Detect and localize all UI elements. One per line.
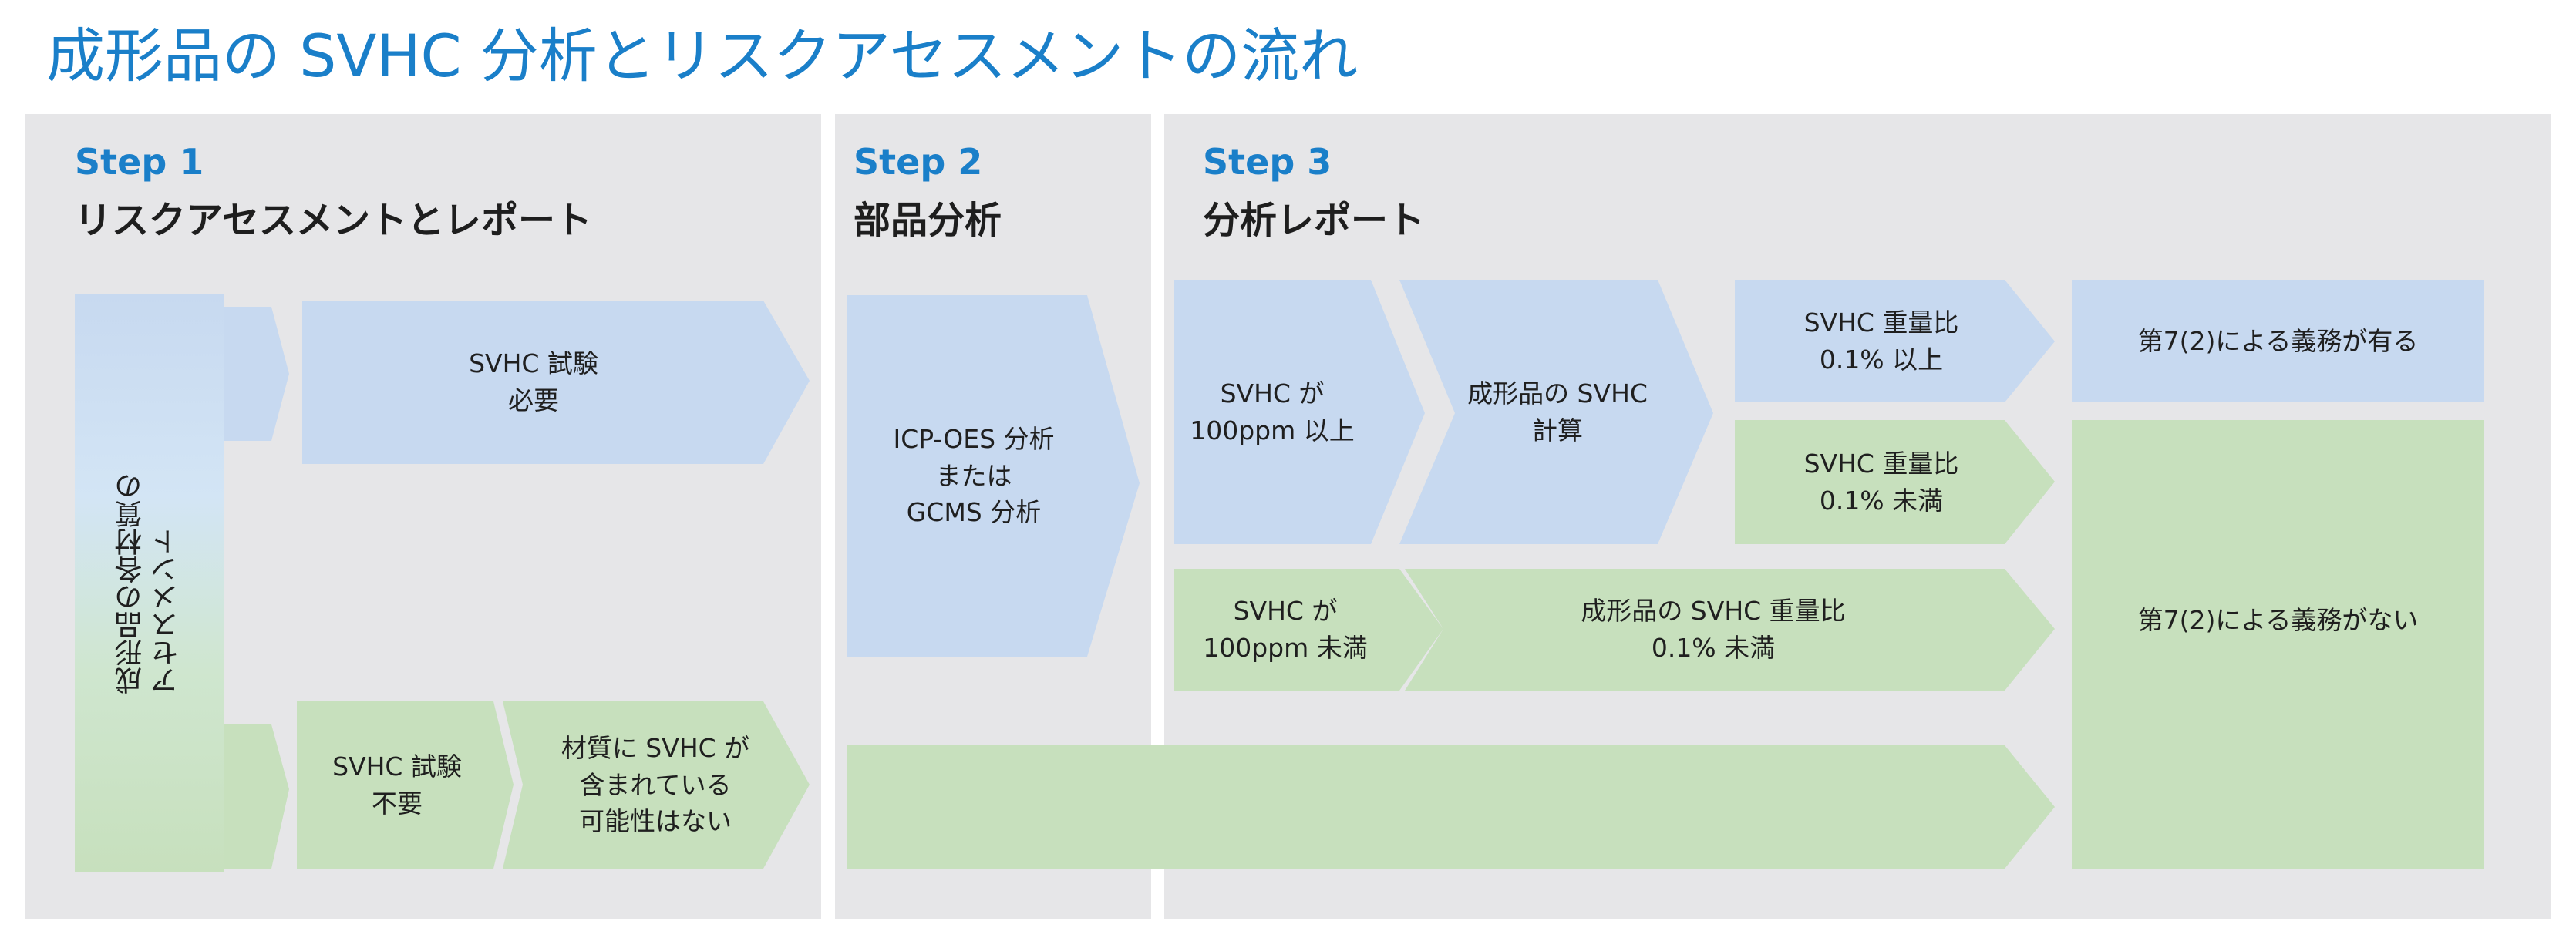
- obligation-yes-box: [2072, 280, 2484, 402]
- ratio-high-label: SVHC 重量比 0.1% 以上: [1803, 307, 1959, 375]
- test-required-arrow: [302, 301, 810, 464]
- svhc-low-arrow: [1174, 569, 1443, 691]
- analysis-arrow: [847, 295, 1140, 657]
- no-svhc-arrow: [503, 701, 810, 869]
- svhc-low-label: SVHC が 100ppm 未満: [1203, 596, 1368, 663]
- connector-arrow-top: [224, 307, 289, 441]
- calc-label: 成形品の SVHC 計算: [1467, 378, 1648, 445]
- test-not-required-label: SVHC 試験 不要: [332, 751, 462, 819]
- article-ratio-low-label: 成形品の SVHC 重量比 0.1% 未満: [1581, 596, 1846, 663]
- test-not-required-box: [297, 701, 514, 869]
- step3-label: Step 3: [1203, 141, 1332, 183]
- step1-title: リスクアセスメントとレポート: [75, 199, 593, 242]
- article-ratio-low-arrow: [1405, 569, 2055, 691]
- ratio-high-arrow: [1735, 280, 2055, 402]
- ratio-low-arrow: [1735, 420, 2055, 544]
- test-required-label: SVHC 試験 必要: [469, 348, 598, 415]
- obligation-no-box: [2072, 420, 2484, 869]
- svhc-high-label: SVHC が 100ppm 以上: [1190, 378, 1355, 445]
- analysis-label: ICP-OES 分析 または GCMS 分析: [893, 423, 1055, 528]
- page-title: 成形品の SVHC 分析とリスクアセスメントの流れ: [46, 22, 1359, 90]
- ratio-low-label: SVHC 重量比 0.1% 未満: [1803, 448, 1959, 516]
- svhc-high-arrow: [1174, 280, 1425, 544]
- obligation-no-label: 第7(2)による義務がない: [2137, 605, 2419, 636]
- step1-label: Step 1: [75, 141, 204, 183]
- step2-label: Step 2: [854, 141, 983, 183]
- assessment-label: 成形品の各材質の アセスメント: [115, 472, 183, 694]
- assessment-box: [75, 294, 224, 872]
- bottom-long-arrow: [847, 745, 2055, 869]
- step3-title: 分析レポート: [1203, 199, 1426, 242]
- no-svhc-label: 材質に SVHC が 含まれている 可能性はない: [561, 732, 750, 837]
- obligation-yes-label: 第7(2)による義務が有る: [2137, 325, 2419, 356]
- connector-arrow-bottom: [224, 724, 289, 869]
- calc-arrow: [1399, 280, 1713, 544]
- step2-title: 部品分析: [854, 199, 1002, 242]
